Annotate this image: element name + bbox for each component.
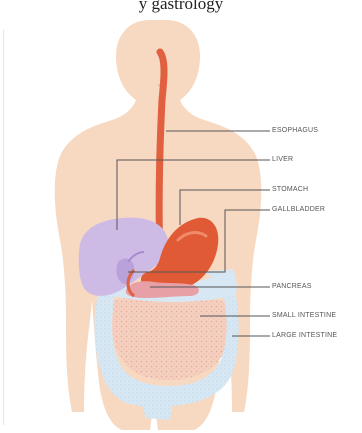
label-esophagus: ESOPHAGUS xyxy=(272,127,318,134)
label-small-intestine: SMALL INTESTINE xyxy=(272,312,336,319)
label-gallbladder: GALLBLADDER xyxy=(272,206,325,213)
label-stomach: STOMACH xyxy=(272,186,308,193)
label-large-intestine: LARGE INTESTINE xyxy=(272,332,337,339)
label-liver: LIVER xyxy=(272,156,293,163)
label-pancreas: PANCREAS xyxy=(272,283,312,290)
